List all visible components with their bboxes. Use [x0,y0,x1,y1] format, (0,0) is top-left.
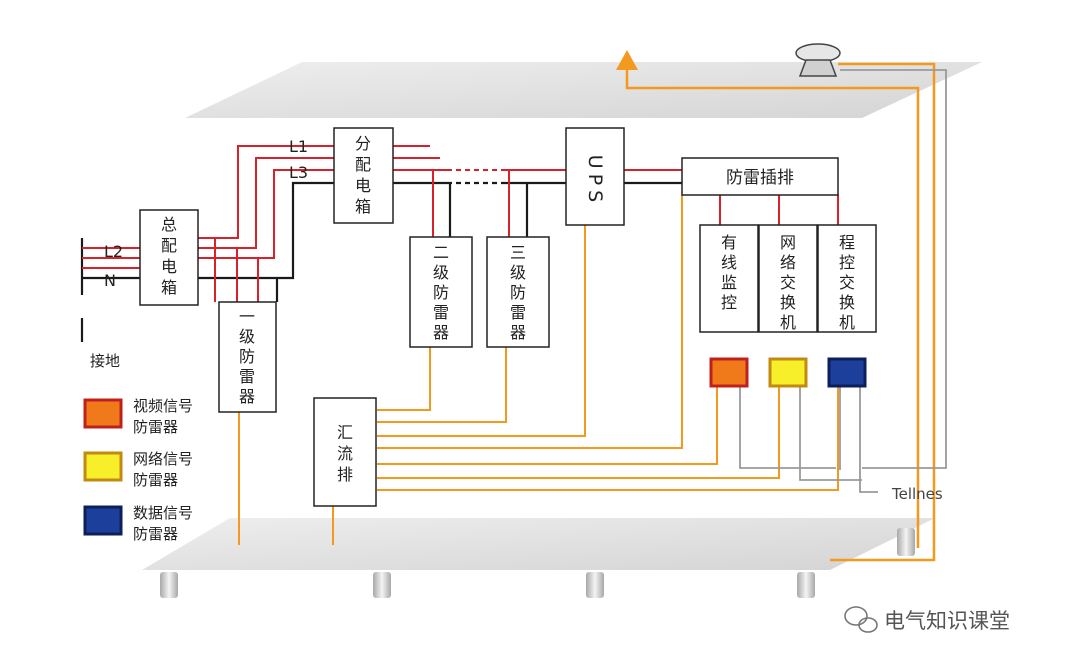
cctv-label: 有线监控 [721,233,737,312]
spd2-box [409,236,473,348]
pbx-box [817,224,877,333]
surge-strip-box [681,157,839,196]
floor-legs [160,528,915,598]
box-label-char: 分 [355,134,371,153]
box-label-char: 雷 [433,303,449,322]
box-label-char: 网 [780,233,796,252]
boxes [139,127,877,507]
box-label-char: 器 [433,323,449,342]
spd3-box [486,236,550,348]
arrow-up-icon [616,50,638,70]
box-label-char: 程 [839,233,855,252]
cctv-box [699,224,759,333]
box-label-char: 电 [355,176,371,195]
box-label-char: 有 [721,233,737,252]
network-signal-protector [768,357,808,388]
ups-label: UPS [584,155,606,207]
box-label-char: 器 [510,323,526,342]
air-terminal-icon [795,43,841,77]
ceiling-plate [185,62,982,118]
spd2-label: 二级防雷器 [433,243,449,342]
box-label-char: 三 [510,243,526,262]
box-label-char: 防 [433,283,449,302]
box-label-char: 电 [161,257,177,276]
box-label-char: 流 [337,444,353,463]
dist-panel-label: 分配电箱 [355,134,371,216]
roof-conductor-gray [840,69,947,469]
legend-video-line2: 防雷器 [133,418,178,436]
box-label-char: 级 [433,263,449,282]
main-panel-box [139,209,199,306]
switch-box [758,224,818,333]
box-label-char: 级 [239,327,255,346]
box-label-char: 机 [839,313,855,332]
watermark-text: 电气知识课堂 [884,609,1010,633]
legend-data-line2: 防雷器 [133,525,178,543]
spd1-label: 一级防雷器 [239,307,255,406]
box-label-char: 机 [780,313,796,332]
spd1-box [218,301,277,413]
legend-network-line1: 网络信号 [133,450,193,468]
busbar-box [313,397,377,507]
box-label-char: 箱 [161,278,177,297]
ups-box [565,127,625,226]
box-label-char: 级 [510,263,526,282]
box-label-char: 换 [839,293,855,312]
legend-video-line1: 视频信号 [133,397,193,415]
box-label-char: 控 [721,293,737,312]
box-label-char: 防 [510,283,526,302]
spd3-label: 三级防雷器 [510,243,526,342]
switch-label: 网络交换机 [780,233,796,332]
box-label-char: 总 [161,215,177,234]
watermark: 电气知识课堂 [844,606,1010,633]
busbar-label: 汇流排 [337,423,353,484]
wechat-icon [844,606,878,633]
box-label-char: 雷 [510,303,526,322]
box-label-char: 络 [780,253,796,272]
box-label-char: 防 [239,347,255,366]
label-l3: L3 [289,163,308,182]
box-label-char: 配 [355,155,371,174]
label-l1: L1 [289,137,308,156]
video-signal-protector [709,357,749,388]
ground-wires [238,195,839,545]
box-label-char: 一 [239,307,255,326]
label-tellnes: Tellnes [891,485,943,503]
box-label-char: 交 [839,273,855,292]
label-l2: L2 [104,242,123,261]
box-label-char: 排 [337,465,353,484]
legend-network-swatch [83,451,123,482]
pbx-label: 程控交换机 [839,233,855,332]
box-label-char: 线 [721,253,737,272]
box-label-char: 换 [780,293,796,312]
box-label-char: 控 [839,253,855,272]
neutral-lines [80,181,682,342]
legend-network-line2: 防雷器 [133,471,178,489]
floor-plate [142,518,935,570]
dashed-break [452,168,504,185]
data-signal-protector [827,357,867,388]
surge-strip-label: 防雷插排 [726,168,794,188]
main-panel-label: 总配电箱 [161,215,177,297]
box-label-char: 监 [721,273,737,292]
legend-video-swatch [83,398,123,429]
box-label-char: 配 [161,236,177,255]
box-label-char: 雷 [239,367,255,386]
label-n: N [104,271,116,290]
label-ground: 接地 [90,352,120,370]
legend-data-swatch [83,505,123,536]
box-label-char: 二 [433,243,449,262]
box-label-char: 器 [239,387,255,406]
dist-panel-box [333,127,394,224]
box-label-char: 箱 [355,197,371,216]
roof-conductor [625,62,936,562]
legend: 视频信号 防雷器 网络信号 防雷器 数据信号 防雷器 [83,397,193,543]
box-label-char: 汇 [337,423,353,442]
legend-data-line1: 数据信号 [133,504,193,522]
box-label-char: 交 [780,273,796,292]
